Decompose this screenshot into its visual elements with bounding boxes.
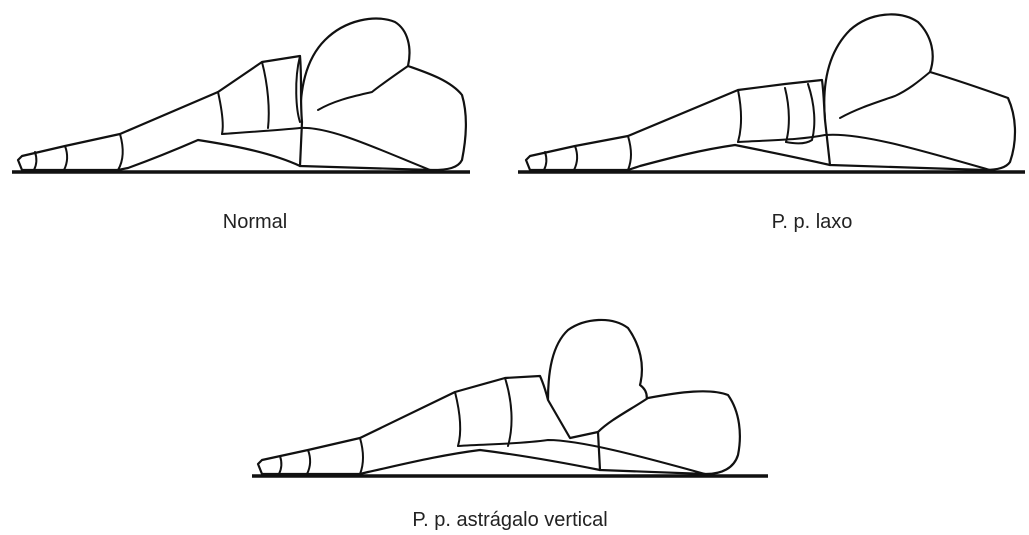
foot-vertical-talus	[252, 320, 768, 476]
caption-vertical-talus: P. p. astrágalo vertical	[412, 509, 607, 531]
calcaneus-normal	[293, 19, 466, 170]
calcaneus-flexible-flatfoot	[821, 14, 1015, 170]
foot-flexible-flatfoot	[518, 14, 1025, 172]
caption-normal: Normal	[223, 211, 287, 233]
foot-normal	[12, 19, 470, 172]
caption-flexible-flatfoot: P. p. laxo	[772, 211, 853, 233]
midfoot-normal	[18, 56, 302, 170]
midfoot-flexible-flatfoot	[526, 80, 830, 170]
